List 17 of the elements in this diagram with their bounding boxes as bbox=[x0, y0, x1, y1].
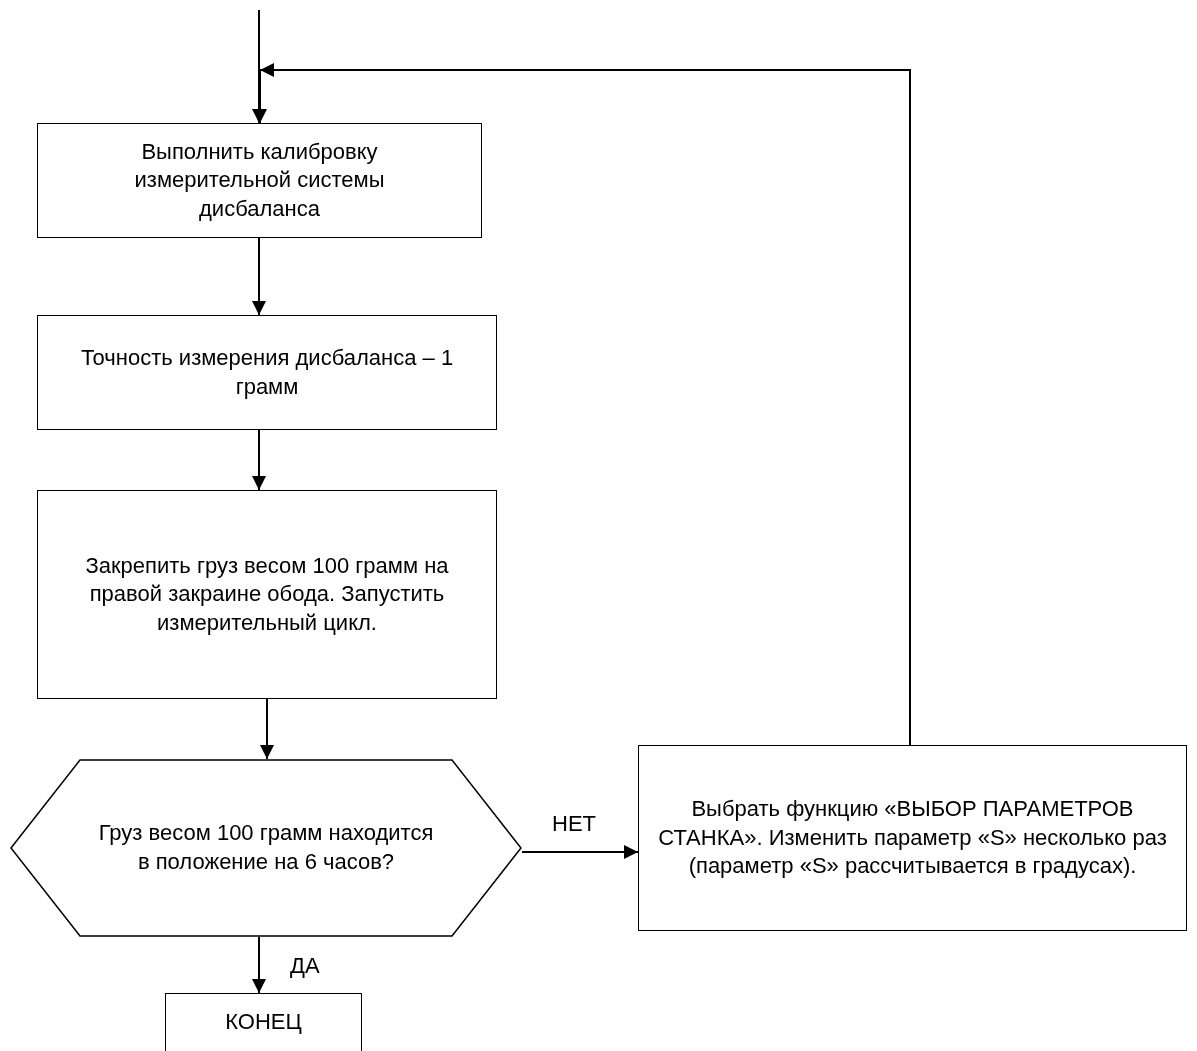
arrow bbox=[252, 429, 266, 491]
process-box bbox=[37, 315, 497, 430]
arrow bbox=[521, 845, 639, 859]
node-text: Выполнить калибровку измерительной системы дисбаланса bbox=[133, 137, 386, 223]
decision-hexagon bbox=[10, 759, 522, 937]
node-text: Точность измерения дисбаланса – 1 грамм bbox=[79, 343, 455, 401]
node-text: Груз весом 100 грамм находится в положение на 6 часов? bbox=[97, 819, 435, 876]
node-text: КОНЕЦ bbox=[225, 1007, 302, 1036]
process-box bbox=[165, 993, 362, 1051]
arrow bbox=[260, 698, 274, 760]
arrow bbox=[252, 936, 266, 994]
node-text: Выбрать функцию «ВЫБОР ПАРАМЕТРОВ СТАНКА». Изменить параметр «S» несколько раз (параметр «S» рассчитывается в градусах). bbox=[657, 795, 1168, 881]
node-text: Закрепить груз весом 100 грамм на правой закраине обода. Запустить измерительный цикл. bbox=[84, 551, 450, 637]
process-box bbox=[37, 490, 497, 699]
arrow bbox=[252, 237, 266, 316]
process-box bbox=[37, 123, 482, 238]
process-box bbox=[638, 745, 1187, 931]
